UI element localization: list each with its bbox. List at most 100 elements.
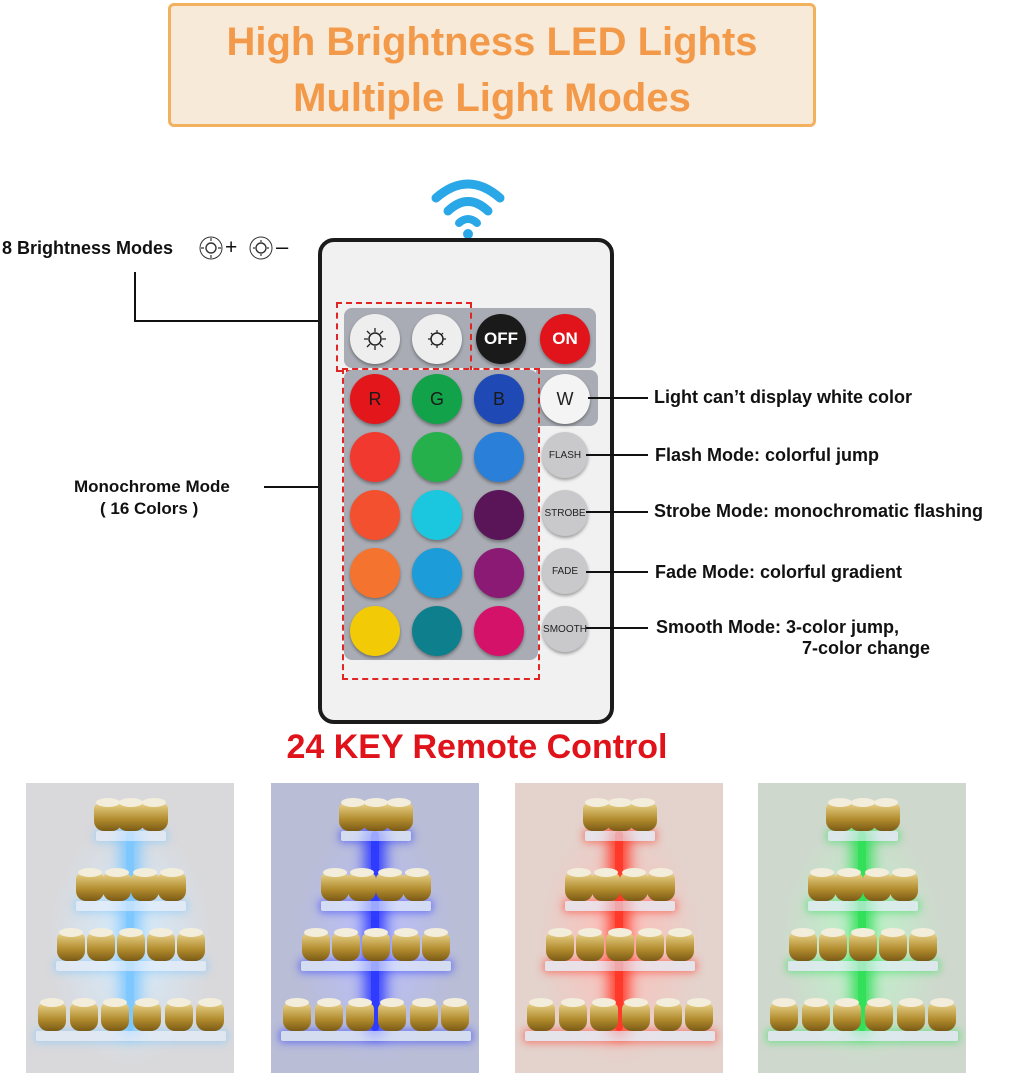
green-button-label: G bbox=[429, 388, 444, 409]
on-button[interactable]: ON bbox=[540, 314, 590, 364]
cupcake bbox=[75, 868, 104, 901]
leader-line bbox=[588, 397, 648, 399]
cupcake bbox=[636, 928, 664, 961]
cupcake bbox=[606, 928, 634, 961]
brightness-label: 8 Brightness Modes bbox=[2, 238, 174, 258]
monochrome-highlight-box bbox=[342, 368, 540, 680]
acrylic-tier bbox=[525, 1031, 715, 1041]
leader-line bbox=[586, 454, 648, 456]
brightness-down-icon bbox=[428, 330, 446, 348]
title-line-1: High Brightness LED Lights bbox=[226, 20, 758, 64]
color-button[interactable] bbox=[412, 432, 462, 482]
cupcake bbox=[101, 998, 130, 1031]
cupcake bbox=[621, 998, 650, 1031]
red-button[interactable]: R bbox=[350, 374, 400, 424]
off-button-label: OFF bbox=[484, 329, 518, 348]
cupcake-stand-photo-red-light bbox=[515, 783, 723, 1073]
cupcake bbox=[93, 798, 122, 831]
blue-button[interactable]: B bbox=[474, 374, 524, 424]
cupcake bbox=[140, 798, 169, 831]
fade-button[interactable]: FADE bbox=[542, 548, 588, 594]
color-button[interactable] bbox=[350, 490, 400, 540]
color-button[interactable] bbox=[474, 432, 524, 482]
cupcake bbox=[132, 998, 161, 1031]
cupcake bbox=[375, 868, 404, 901]
acrylic-tier bbox=[321, 901, 431, 911]
cupcake bbox=[819, 928, 847, 961]
cupcake bbox=[862, 868, 891, 901]
remote-caption: 24 KEY Remote Control bbox=[286, 728, 668, 766]
cupcake bbox=[164, 998, 193, 1031]
fade-button-label: FADE bbox=[551, 565, 579, 577]
cupcake bbox=[619, 868, 648, 901]
color-button[interactable] bbox=[412, 490, 462, 540]
cupcake bbox=[441, 998, 470, 1031]
brightness-down-button[interactable] bbox=[412, 314, 462, 364]
acrylic-tier bbox=[341, 831, 411, 841]
acrylic-tier bbox=[56, 961, 206, 971]
cupcake bbox=[825, 798, 854, 831]
cupcake bbox=[177, 928, 205, 961]
smooth-button[interactable]: SMOOTH bbox=[542, 606, 588, 652]
color-button[interactable] bbox=[474, 490, 524, 540]
cupcake bbox=[807, 868, 836, 901]
cupcake bbox=[348, 868, 377, 901]
on-button-label: ON bbox=[552, 329, 578, 348]
brightness-up-button[interactable] bbox=[350, 314, 400, 364]
cupcake bbox=[346, 998, 375, 1031]
strobe-button[interactable]: STROBE bbox=[542, 490, 588, 536]
strobe-callout: Strobe Mode: monochromatic flashing bbox=[654, 501, 984, 521]
cupcake-stand-photo-green-light bbox=[758, 783, 966, 1073]
acrylic-tier bbox=[788, 961, 938, 971]
acrylic-tier bbox=[301, 961, 451, 971]
off-button[interactable]: OFF bbox=[476, 314, 526, 364]
cupcake bbox=[590, 998, 619, 1031]
acrylic-tier bbox=[76, 901, 186, 911]
cupcake bbox=[896, 998, 925, 1031]
cupcake bbox=[890, 868, 919, 901]
acrylic-tier bbox=[281, 1031, 471, 1041]
cupcake bbox=[422, 928, 450, 961]
cupcake bbox=[392, 928, 420, 961]
cupcake bbox=[592, 868, 621, 901]
cupcake bbox=[320, 868, 349, 901]
cupcake bbox=[103, 868, 132, 901]
cupcake-stand-photo-deep-blue-light bbox=[271, 783, 479, 1073]
cupcake bbox=[57, 928, 85, 961]
white-button[interactable]: W bbox=[540, 374, 590, 424]
flash-button[interactable]: FLASH bbox=[542, 432, 588, 478]
cupcake bbox=[282, 998, 311, 1031]
color-button[interactable] bbox=[350, 432, 400, 482]
cupcake bbox=[130, 868, 159, 901]
green-button[interactable]: G bbox=[412, 374, 462, 424]
cupcake bbox=[69, 998, 98, 1031]
leader-line bbox=[586, 511, 648, 513]
cupcake bbox=[879, 928, 907, 961]
cupcake bbox=[653, 998, 682, 1031]
smooth-callout-line-1: Smooth Mode: 3-color jump, bbox=[656, 617, 899, 637]
acrylic-tier bbox=[828, 831, 898, 841]
fade-callout: Fade Mode: colorful gradient bbox=[655, 562, 903, 582]
cupcake bbox=[302, 928, 330, 961]
cupcake bbox=[87, 928, 115, 961]
leader-line bbox=[134, 272, 136, 322]
cupcake bbox=[928, 998, 957, 1031]
flash-button-label: FLASH bbox=[548, 449, 582, 461]
monochrome-callout-title: Monochrome Mode bbox=[74, 477, 230, 496]
cupcake bbox=[338, 798, 367, 831]
cupcake bbox=[801, 998, 830, 1031]
color-button[interactable] bbox=[412, 548, 462, 598]
cupcake bbox=[582, 798, 611, 831]
color-button[interactable] bbox=[350, 548, 400, 598]
cupcake bbox=[546, 928, 574, 961]
color-button[interactable] bbox=[412, 606, 462, 656]
color-button[interactable] bbox=[350, 606, 400, 656]
cupcake bbox=[377, 998, 406, 1031]
white-button-label: W bbox=[556, 388, 574, 409]
cupcake bbox=[835, 868, 864, 901]
cupcake-stand-photo-blue-light bbox=[26, 783, 234, 1073]
cupcake bbox=[332, 928, 360, 961]
color-button[interactable] bbox=[474, 548, 524, 598]
color-button[interactable] bbox=[474, 606, 524, 656]
acrylic-tier bbox=[768, 1031, 958, 1041]
